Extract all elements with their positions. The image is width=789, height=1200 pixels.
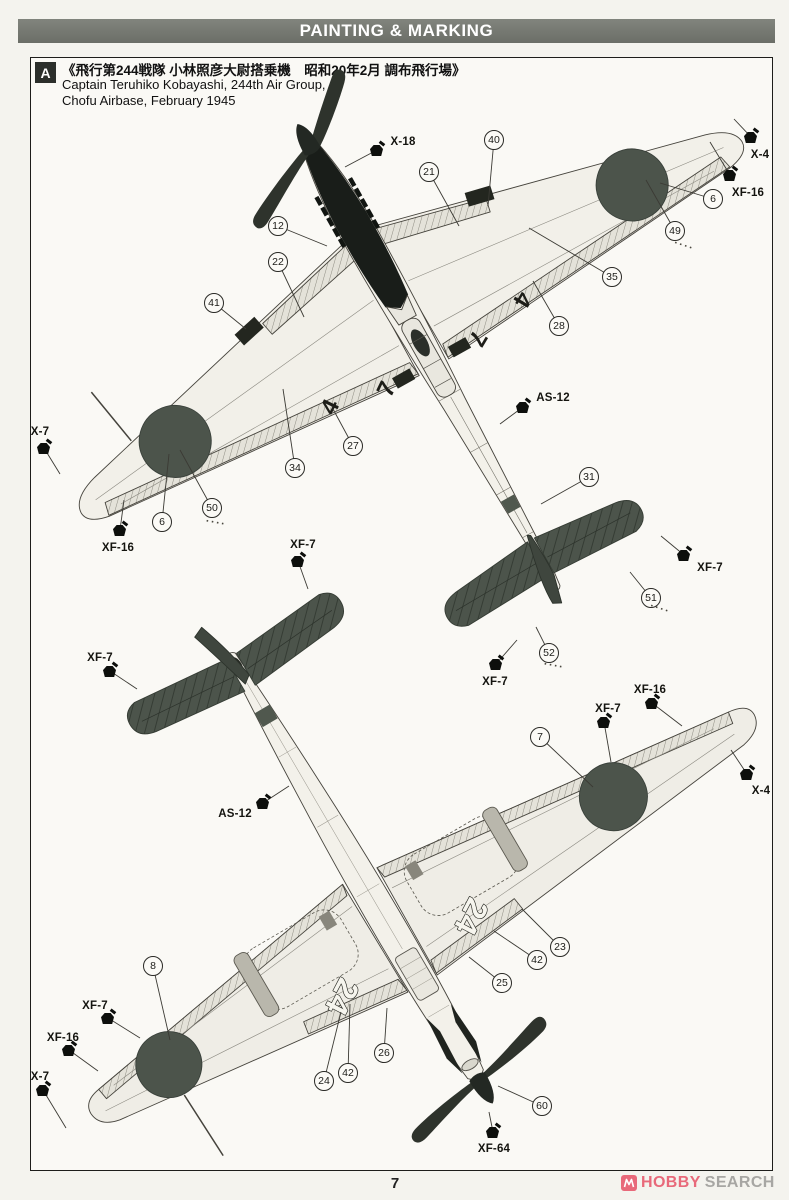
propeller-blade xyxy=(253,148,311,229)
hobby-search-watermark: HOBBY SEARCH xyxy=(621,1174,775,1192)
scheme-title-english-line2: Chofu Airbase, February 1945 xyxy=(62,93,236,108)
antiglare-cowling xyxy=(304,146,409,308)
gear-door-right xyxy=(482,806,528,872)
watermark-brand-secondary: SEARCH xyxy=(704,1174,775,1191)
spinner xyxy=(469,1072,494,1104)
page-number: 7 xyxy=(390,1175,400,1192)
aircraft-top-view: 7 4 7 4 xyxy=(78,69,745,627)
propeller-blade xyxy=(311,69,346,148)
exhaust-stubs xyxy=(314,177,380,248)
radiator-bath xyxy=(395,947,439,1001)
aircraft-bottom-view: 24 24 xyxy=(88,592,757,1157)
wing-leading-edge-panel-left xyxy=(234,316,264,346)
hobby-search-logo-icon xyxy=(621,1175,637,1191)
hinomaru-left-wing-bottom xyxy=(135,1031,203,1099)
propeller-blade xyxy=(482,1016,547,1078)
pitot-tube xyxy=(90,391,132,442)
scheme-title-japanese: 《飛行第244戦隊 小林照彦大尉搭乗機 昭和20年2月 調布飛行場》 xyxy=(62,63,466,78)
fuselage-band xyxy=(500,494,521,514)
page-header-bar: PAINTING & MARKING xyxy=(18,19,775,43)
fin-rudder xyxy=(526,534,563,604)
watermark-brand-primary: HOBBY xyxy=(641,1174,701,1191)
fuselage-band xyxy=(254,704,278,728)
wing-leading-edge-panel-right xyxy=(464,185,495,207)
pitot-tube xyxy=(183,1094,224,1157)
propeller-blade xyxy=(411,1082,476,1143)
scheme-a-badge: A xyxy=(35,62,56,83)
hinomaru-right-wing-bottom xyxy=(578,762,648,832)
gear-door-left xyxy=(233,952,280,1018)
hinomaru-right-wing-top xyxy=(595,148,669,222)
spinner xyxy=(296,123,321,156)
page-title: PAINTING & MARKING xyxy=(299,21,494,40)
scheme-title-english-line1: Captain Teruhiko Kobayashi, 244th Air Gr… xyxy=(62,77,326,92)
fin-rudder xyxy=(194,626,250,685)
